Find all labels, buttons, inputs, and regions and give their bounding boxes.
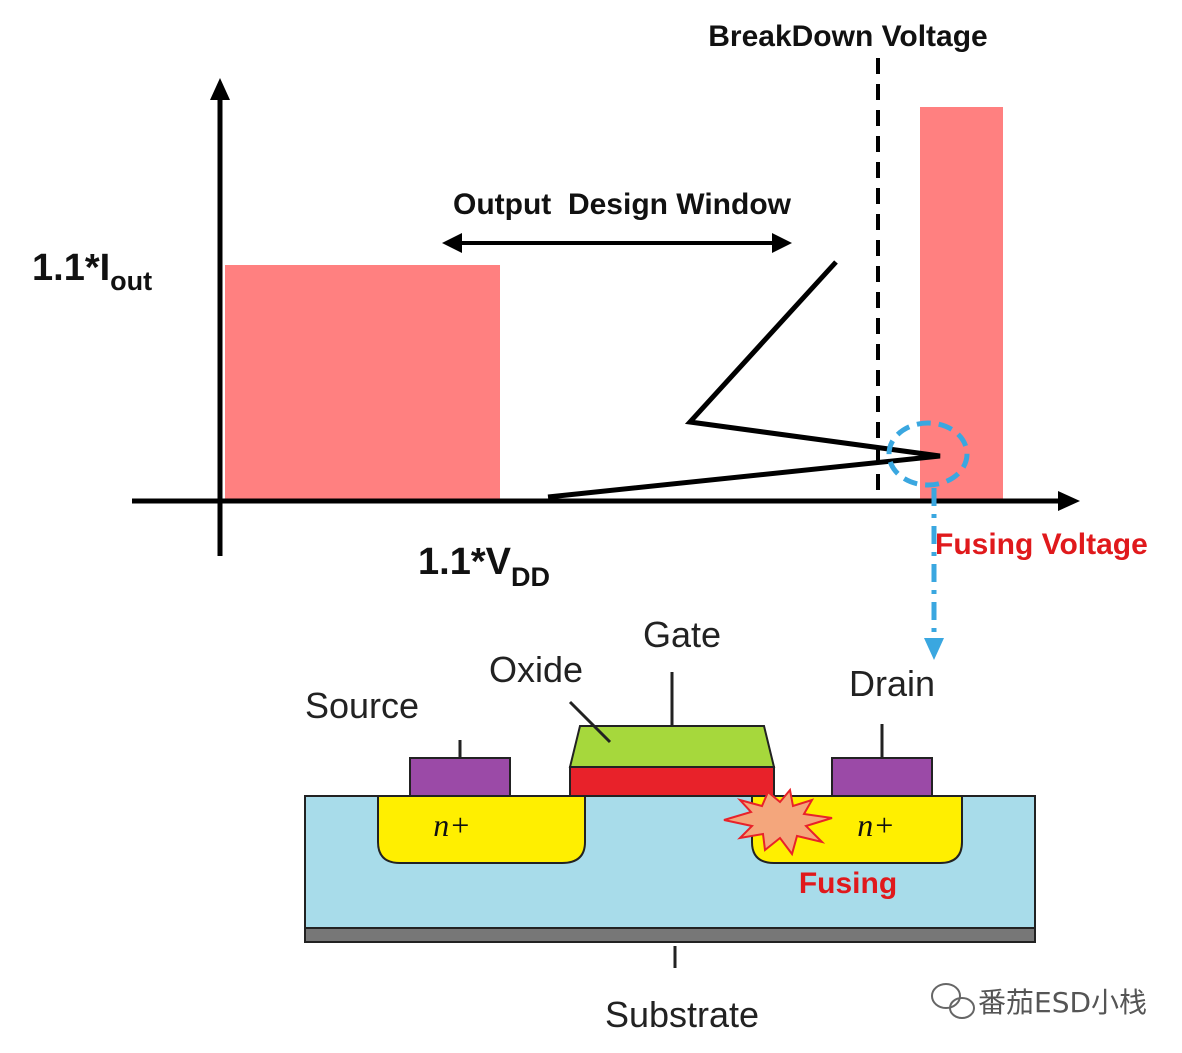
gate-poly: [568, 725, 776, 768]
wechat-icon: [931, 983, 975, 1019]
fusing-burst-icon: [723, 787, 833, 857]
substrate-label: Substrate: [605, 994, 759, 1035]
gate-oxide-layer: [569, 766, 775, 797]
watermark-text: 番茄ESD小栈: [978, 986, 1147, 1019]
breakdown-voltage-label: BreakDown Voltage: [708, 20, 988, 53]
design-window-label: Output Design Window: [453, 188, 792, 221]
current-axis-label: 1.1*Iout: [32, 247, 152, 296]
design-window-arrow: [442, 233, 792, 253]
fusing-voltage-label: Fusing Voltage: [935, 528, 1148, 561]
substrate-contact-layer: [304, 927, 1036, 943]
fusing-point-highlight: [886, 420, 970, 488]
mosfet-cross-section: Gate Oxide Source Drain n+ n+ Fusing Sub…: [304, 614, 1036, 1035]
oxide-label: Oxide: [489, 649, 583, 690]
drain-label: Drain: [849, 663, 935, 704]
source-contact: [409, 757, 511, 797]
fusing-label: Fusing: [799, 867, 897, 900]
voltage-axis-label: 1.1*VDD: [418, 541, 550, 592]
source-label: Source: [305, 685, 419, 726]
normal-operation-zone: [225, 265, 500, 501]
drain-contact: [831, 757, 933, 797]
oxide-pointer-line: [568, 700, 612, 744]
drain-n-plus-label: n+: [857, 807, 895, 843]
source-n-plus-label: n+: [433, 807, 471, 843]
gate-label: Gate: [643, 614, 721, 655]
y-axis: [210, 78, 230, 556]
fusing-pointer-arrow: [924, 488, 944, 660]
watermark: 番茄ESD小栈: [931, 983, 1147, 1019]
x-axis: [132, 491, 1080, 511]
source-n-plus-region: [377, 795, 586, 864]
snapback-iv-curve: [547, 260, 941, 500]
